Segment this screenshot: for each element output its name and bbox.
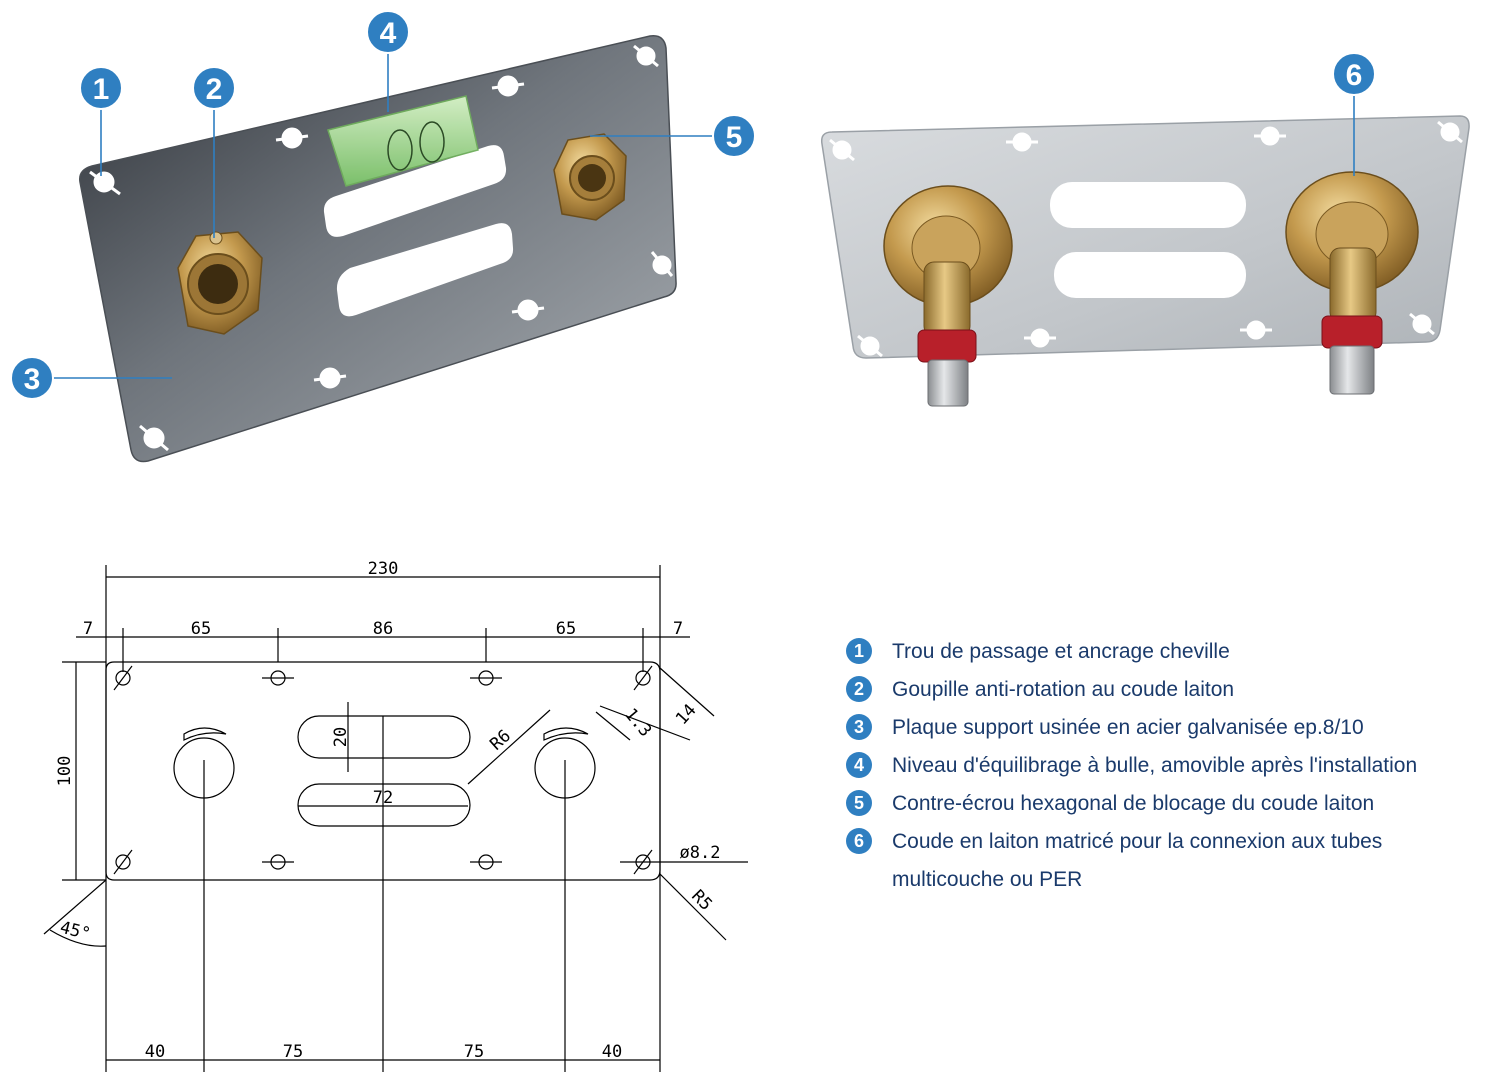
dim-edge-left: 7 xyxy=(83,619,93,639)
legend-badge: 6 xyxy=(846,828,872,854)
drawing-slot-lower xyxy=(297,783,471,827)
legend-item-4: 4 Niveau d'équilibrage à bulle, amovible… xyxy=(846,747,1496,785)
dim-slot-radius: R6 xyxy=(486,726,515,755)
dim-edge-right: 7 xyxy=(673,619,683,639)
dim-hole-diameter: ø8.2 xyxy=(680,843,721,863)
legend-text: Plaque support usinée en acier galvanisé… xyxy=(892,716,1364,739)
legend-badge: 1 xyxy=(846,638,872,664)
svg-text:4: 4 xyxy=(380,17,397,50)
legend-text: Coude en laiton matricé pour la connexio… xyxy=(892,830,1383,891)
dim-chamfer-angle: 45° xyxy=(58,918,93,945)
slot-upper-back xyxy=(1050,182,1246,228)
legend-text: Goupille anti-rotation au coude laiton xyxy=(892,678,1235,701)
dim-bottom-3: 75 xyxy=(464,1042,484,1062)
technical-drawing: 230 7 65 86 65 7 100 20 72 R6 1.3 14 ø8.… xyxy=(43,559,748,1072)
legend-item-2: 2 Goupille anti-rotation au coude laiton xyxy=(846,671,1496,709)
legend: 1 Trou de passage et ancrage cheville 2 … xyxy=(846,633,1496,899)
hex-nut-right xyxy=(553,133,627,221)
legend-item-5: 5 Contre-écrou hexagonal de blocage du c… xyxy=(846,785,1496,823)
drawing-slot-upper xyxy=(297,715,471,759)
legend-badge: 3 xyxy=(846,714,872,740)
legend-text: Niveau d'équilibrage à bulle, amovible a… xyxy=(892,754,1418,777)
slot-upper xyxy=(323,145,507,237)
slot-lower-back xyxy=(1054,252,1246,298)
support-plate xyxy=(79,35,677,463)
mounting-holes xyxy=(89,44,674,452)
callout-badge-3: 3 xyxy=(10,356,54,400)
dim-bottom-4: 40 xyxy=(602,1042,622,1062)
dim-hole-1: 1.3 xyxy=(620,705,655,741)
bubble-level xyxy=(327,95,479,187)
dim-height: 100 xyxy=(55,756,75,787)
legend-badge: 2 xyxy=(846,676,872,702)
slot-lower xyxy=(336,223,514,317)
callout-badge-5: 5 xyxy=(712,114,756,158)
plate-back-photo xyxy=(820,115,1470,407)
dim-overall-width: 230 xyxy=(368,559,399,579)
mounting-holes-back xyxy=(829,120,1463,358)
svg-text:1: 1 xyxy=(93,73,110,106)
dim-slot-length: 72 xyxy=(373,788,393,808)
callout-badge-1: 1 xyxy=(79,66,123,110)
legend-item-3: 3 Plaque support usinée en acier galvani… xyxy=(846,709,1496,747)
dim-slot-height: 20 xyxy=(331,727,351,747)
drawing-hole-left xyxy=(173,737,235,799)
svg-text:2: 2 xyxy=(206,73,223,106)
legend-badge: 4 xyxy=(846,752,872,778)
dim-hole-2: 14 xyxy=(672,700,701,729)
callout-badge-4: 4 xyxy=(366,10,410,54)
dim-bottom-1: 40 xyxy=(145,1042,165,1062)
dim-spacing-mid: 86 xyxy=(373,619,393,639)
brass-elbow-left xyxy=(883,185,1013,407)
support-plate-galvanized xyxy=(820,115,1470,359)
brass-fitting-left xyxy=(177,231,263,335)
callout-badge-6: 6 xyxy=(1332,52,1376,96)
legend-text: Trou de passage et ancrage cheville xyxy=(892,640,1230,663)
svg-text:5: 5 xyxy=(726,121,743,154)
svg-text:6: 6 xyxy=(1346,59,1363,92)
svg-text:3: 3 xyxy=(24,363,41,396)
drawing-hole-right xyxy=(534,737,596,799)
legend-item-6: 6 Coude en laiton matricé pour la connex… xyxy=(846,823,1496,899)
plate-front-photo xyxy=(79,35,677,463)
callout-badge-2: 2 xyxy=(192,66,236,110)
legend-item-1: 1 Trou de passage et ancrage cheville xyxy=(846,633,1496,671)
legend-text: Contre-écrou hexagonal de blocage du cou… xyxy=(892,792,1375,815)
dim-corner-radius: R5 xyxy=(687,886,716,915)
brass-elbow-right xyxy=(1285,171,1419,395)
dim-spacing-right: 65 xyxy=(556,619,576,639)
callout-leaders xyxy=(52,52,1355,379)
dim-spacing-left: 65 xyxy=(191,619,211,639)
legend-badge: 5 xyxy=(846,790,872,816)
dim-bottom-2: 75 xyxy=(283,1042,303,1062)
